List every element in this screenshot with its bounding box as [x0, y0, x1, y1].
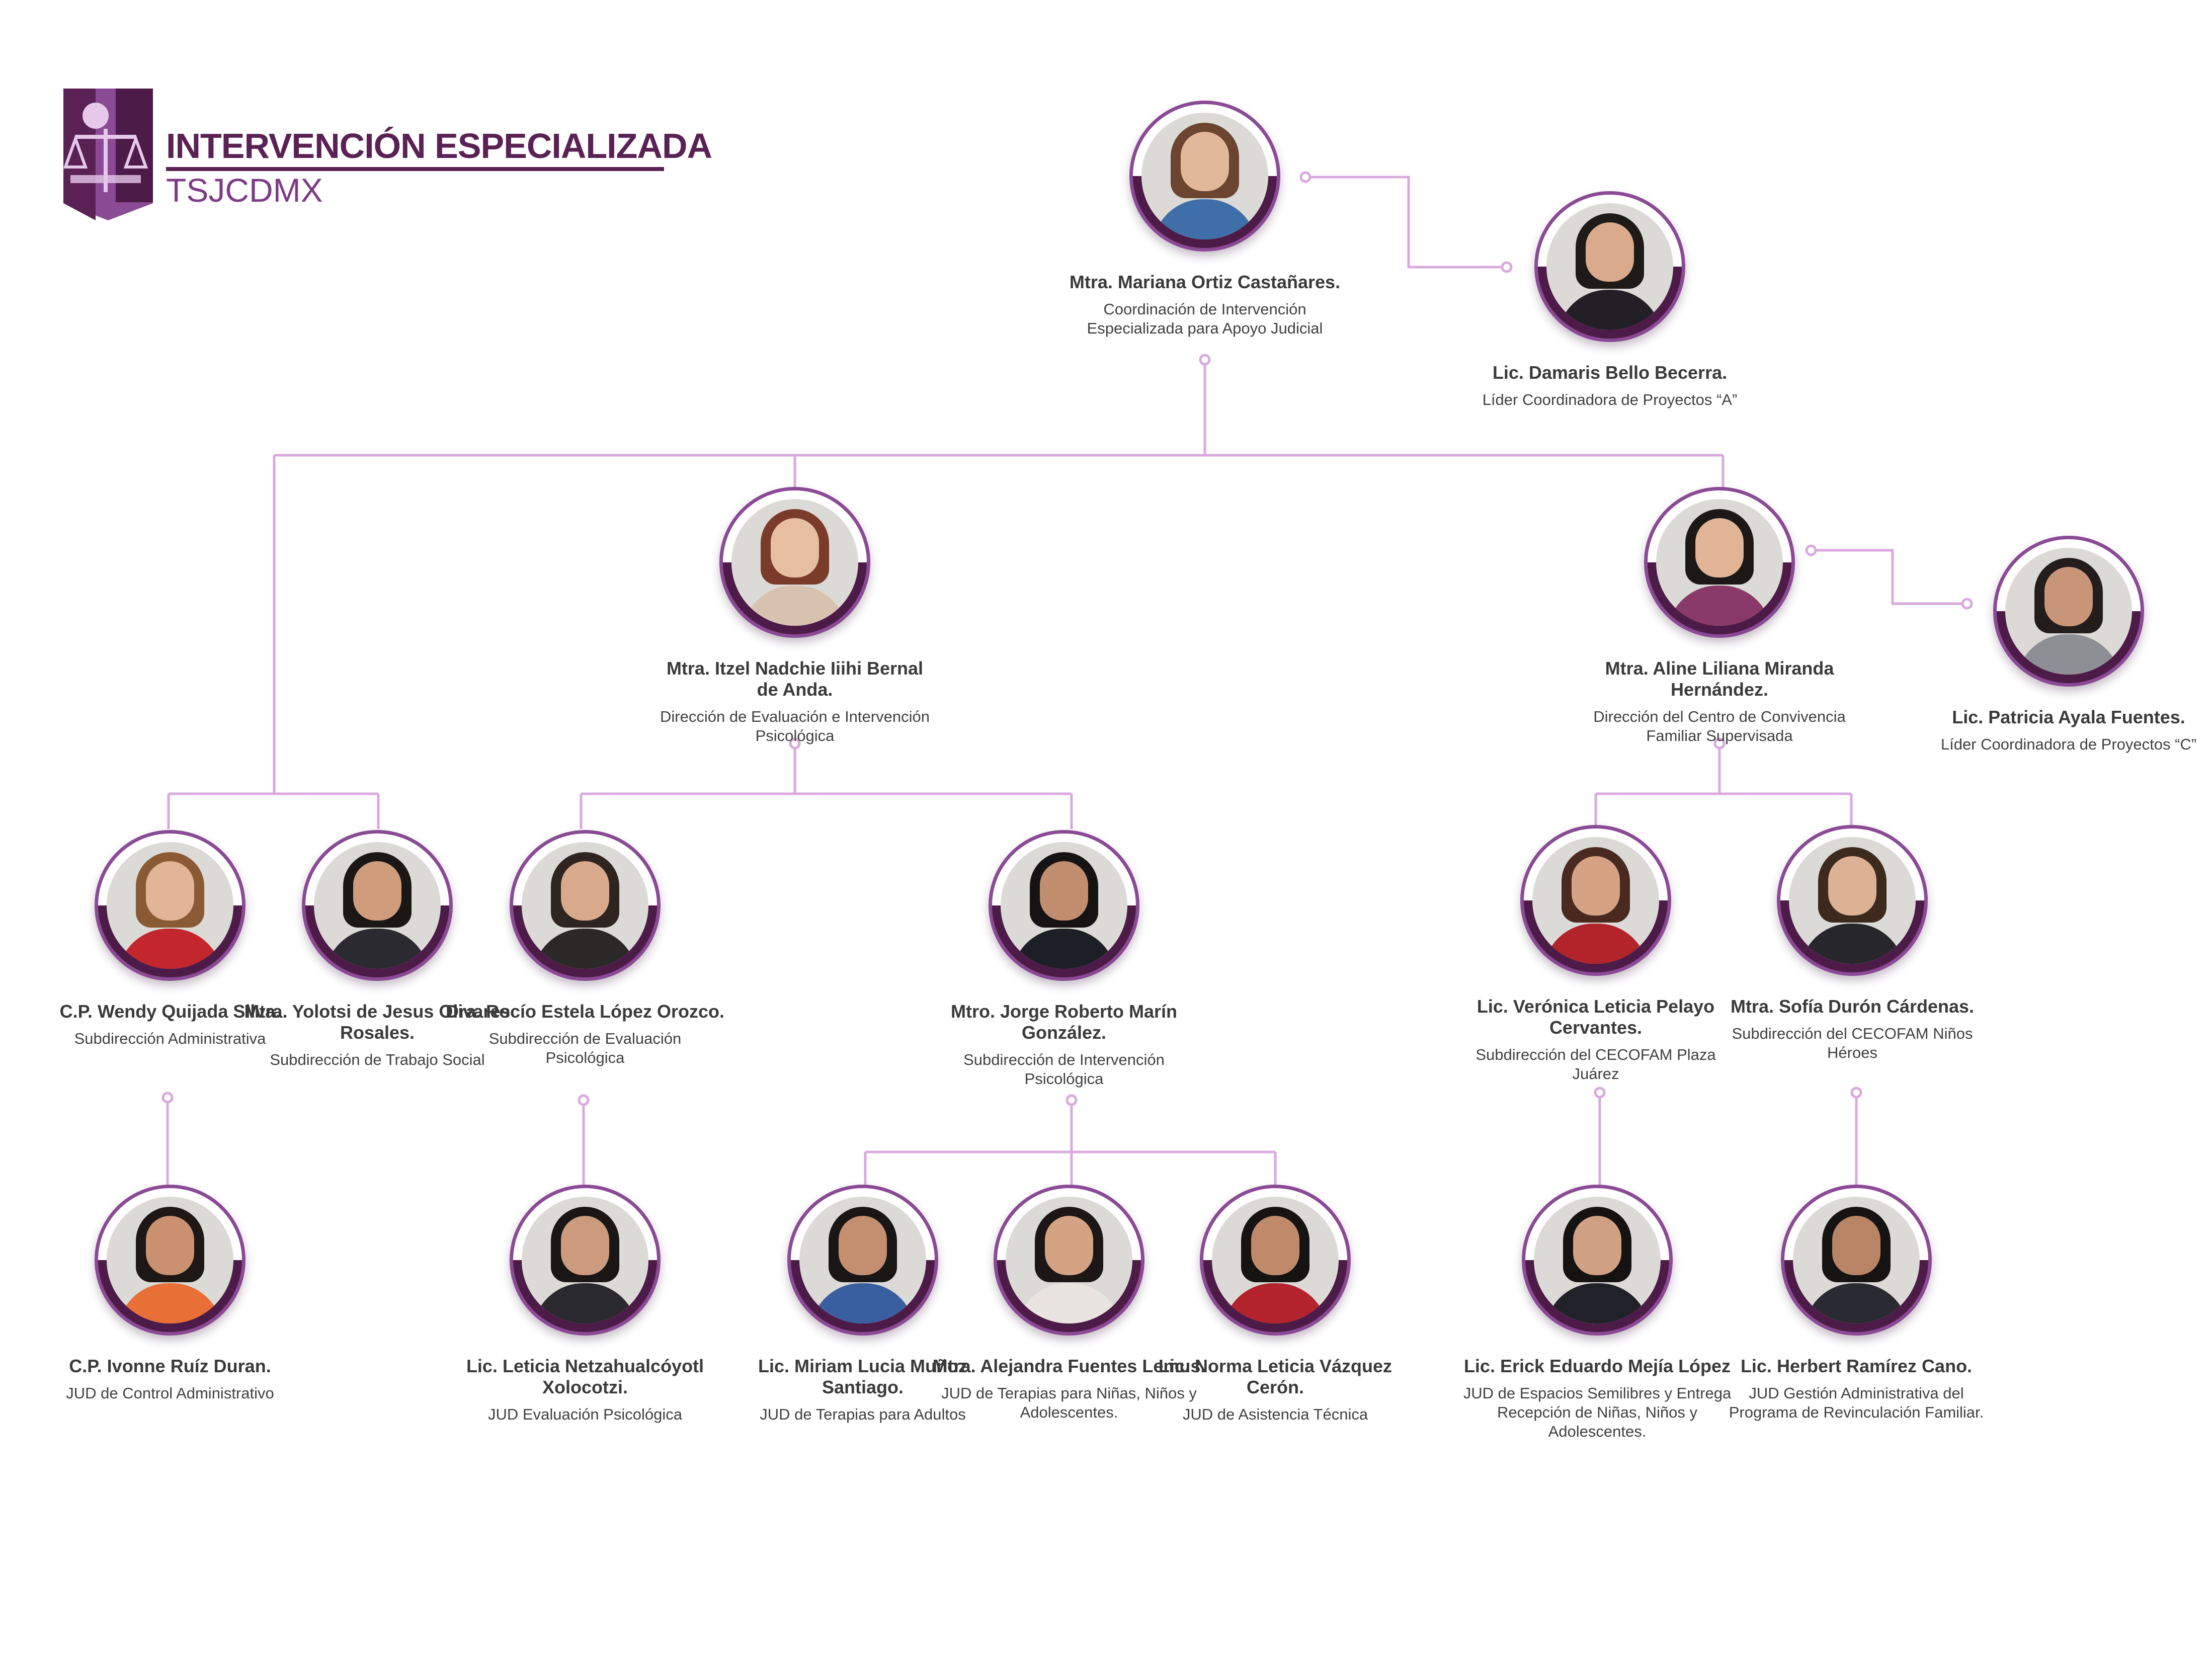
person-name: Lic. Herbert Ramírez Cano. [1740, 1356, 1973, 1376]
person-card-ramirez: Lic. Herbert Ramírez Cano. JUD Gestión A… [1710, 1185, 2002, 1422]
person-name: Mtra. Alejandra Fuentes Lemus. [932, 1356, 1206, 1376]
person-name: Mtra. Yolotsi de Jesus Olivares Rosales. [244, 1001, 511, 1043]
person-role: JUD Evaluación Psicológica [488, 1405, 682, 1423]
person-name: Lic. Leticia Netzahualcóyotl Xolocotzi. [466, 1356, 704, 1397]
person-role: Dirección de Evaluación e Intervención P… [660, 708, 930, 744]
person-photo [1522, 1185, 1673, 1336]
person-role: JUD de Espacios Semilibres y Entrega Rec… [1463, 1384, 1732, 1440]
person-name: Lic. Damaris Bello Becerra. [1492, 362, 1728, 383]
person-photo [1200, 1185, 1351, 1336]
header-divider [166, 167, 664, 171]
person-card-bello: Lic. Damaris Bello Becerra. Líder Coordi… [1464, 191, 1756, 409]
person-name: Mtra. Sofía Durón Cárdenas. [1730, 996, 1975, 1017]
person-card-xolocotzi: Lic. Leticia Netzahualcóyotl Xolocotzi. … [439, 1185, 731, 1424]
person-card-vazquez: Lic. Norma Leticia Vázquez Cerón. JUD de… [1129, 1185, 1421, 1424]
person-role: JUD de Terapias para Niñas, Niños y Adol… [941, 1384, 1197, 1421]
justice-logo-icon [63, 89, 153, 220]
person-card-miranda: Mtra. Aline Liliana Miranda Hernández. D… [1574, 487, 1865, 745]
person-name: Mtro. Jorge Roberto Marín González. [950, 1001, 1178, 1043]
person-role: JUD Gestión Administrativa del Programa … [1729, 1384, 1984, 1421]
person-photo [95, 830, 245, 981]
header-subtitle: TSJCDMX [166, 172, 323, 209]
person-role: Líder Coordinadora de Proyectos “C” [1940, 735, 2197, 753]
header-title: INTERVENCIÓN ESPECIALIZADA [166, 126, 712, 165]
person-name: C.P. Wendy Quijada Silva. [59, 1001, 281, 1022]
person-role: Subdirección del CECOFAM Plaza Juárez [1476, 1046, 1716, 1083]
person-card-lopez: Dra. Rocío Estela López Orozco. Subdirec… [439, 830, 731, 1067]
person-card-ruiz: C.P. Ivonne Ruíz Duran. JUD de Control A… [24, 1185, 316, 1403]
person-role: Subdirección del CECOFAM Niños Héroes [1732, 1025, 1973, 1061]
person-name: Lic. Patricia Ayala Fuentes. [1952, 707, 2185, 727]
person-card-munoz: Lic. Miriam Lucia Muñoz Santiago. JUD de… [717, 1185, 1009, 1424]
header-logo: INTERVENCIÓN ESPECIALIZADA TSJCDMX [60, 87, 712, 227]
person-card-olivares: Mtra. Yolotsi de Jesus Olivares Rosales.… [231, 830, 523, 1069]
person-name: Lic. Verónica Leticia Pelayo Cervantes. [1477, 996, 1715, 1038]
person-photo [95, 1185, 245, 1336]
person-role: Subdirección de Intervención Psicológica [963, 1051, 1165, 1088]
person-photo [510, 1185, 661, 1336]
person-role: Dirección del Centro de Convivencia Fami… [1593, 708, 1846, 744]
person-name: C.P. Ivonne Ruíz Duran. [69, 1356, 271, 1376]
person-role: JUD de Terapias para Adultos [760, 1405, 966, 1423]
person-name: Mtra. Aline Liliana Miranda Hernández. [1605, 658, 1834, 700]
person-photo [1993, 536, 2144, 687]
person-role: Subdirección de Trabajo Social [270, 1051, 485, 1068]
person-card-duron: Mtra. Sofía Durón Cárdenas. Subdirección… [1706, 825, 1998, 1062]
person-photo [1781, 1185, 1932, 1336]
person-card-nadchie: Mtra. Itzel Nadchie Iiihi Bernal de Anda… [649, 487, 941, 745]
person-photo [1644, 487, 1795, 638]
person-role: Subdirección de Evaluación Psicológica [488, 1030, 682, 1066]
person-card-ayala: Lic. Patricia Ayala Fuentes. Líder Coord… [1923, 536, 2212, 754]
person-role: JUD de Asistencia Técnica [1182, 1405, 1368, 1423]
person-card-pelayo: Lic. Verónica Leticia Pelayo Cervantes. … [1450, 825, 1742, 1084]
person-photo [1129, 101, 1280, 252]
person-name: Lic. Erick Eduardo Mejía López [1463, 1356, 1731, 1376]
person-role: JUD de Control Administrativo [66, 1384, 274, 1402]
person-photo [510, 830, 661, 981]
person-photo [787, 1185, 938, 1336]
person-card-fuentes: Mtra. Alejandra Fuentes Lemus. JUD de Te… [923, 1185, 1215, 1422]
person-name: Mtra. Itzel Nadchie Iiihi Bernal de Anda… [666, 658, 924, 700]
person-name: Mtra. Mariana Ortiz Castañares. [1069, 272, 1341, 292]
person-photo [994, 1185, 1144, 1336]
person-role: Subdirección Administrativa [74, 1030, 266, 1047]
person-photo [302, 830, 453, 981]
person-photo [1777, 825, 1928, 976]
person-card-mejia: Lic. Erick Eduardo Mejía López JUD de Es… [1451, 1185, 1743, 1441]
person-photo [1520, 825, 1671, 976]
person-name: Lic. Miriam Lucia Muñoz Santiago. [758, 1356, 968, 1397]
person-role: Líder Coordinadora de Proyectos “A” [1482, 391, 1738, 408]
person-photo [1534, 191, 1685, 342]
person-name: Dra. Rocío Estela López Orozco. [445, 1001, 725, 1022]
person-card-marin: Mtro. Jorge Roberto Marín González. Subd… [918, 830, 1210, 1089]
person-photo [719, 487, 870, 638]
person-card-ortiz: Mtra. Mariana Ortiz Castañares. Coordina… [1059, 101, 1351, 338]
person-photo [989, 830, 1139, 981]
person-role: Coordinación de Intervención Especializa… [1087, 300, 1323, 337]
person-card-quijada: C.P. Wendy Quijada Silva. Subdirección A… [24, 830, 316, 1048]
person-name: Lic. Norma Leticia Vázquez Cerón. [1158, 1356, 1392, 1397]
